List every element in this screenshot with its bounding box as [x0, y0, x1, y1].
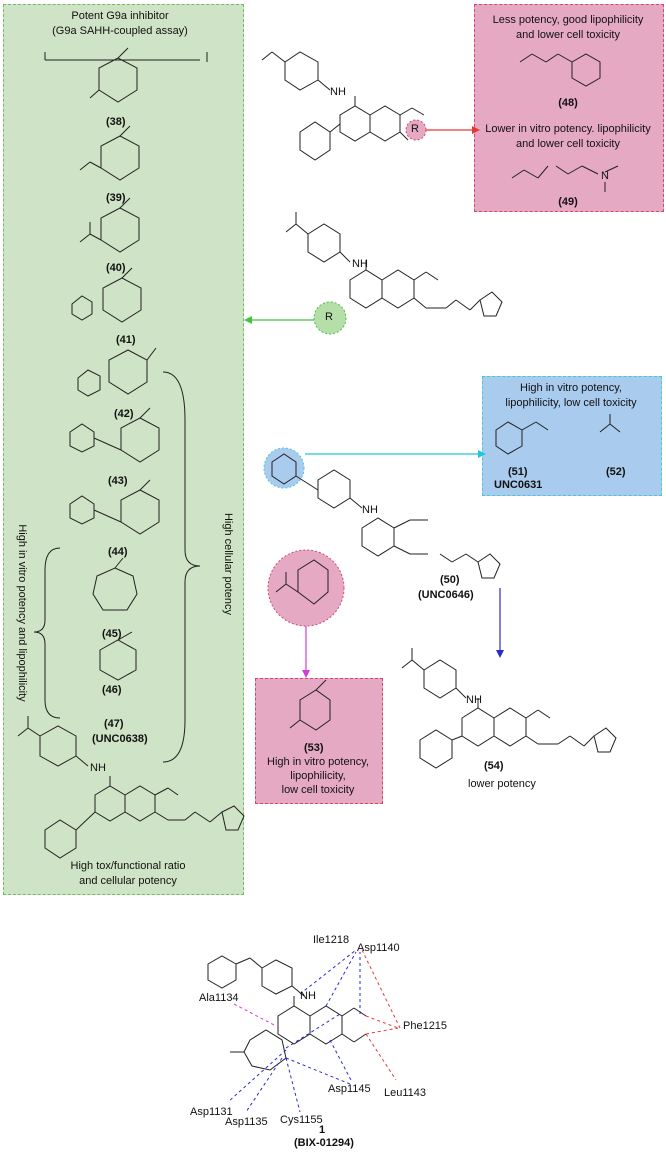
- structure-43: [69, 407, 160, 463]
- structure-42: [77, 347, 157, 397]
- structure-top-quinazoline: [261, 51, 425, 161]
- label-51: (51): [508, 466, 528, 478]
- residue-asp1131: Asp1131: [190, 1106, 233, 1118]
- label-38: (38): [106, 116, 126, 128]
- structure-44: [69, 479, 160, 535]
- nh-middle: NH: [352, 258, 368, 270]
- structure-53: [289, 679, 331, 731]
- nh-50: NH: [362, 504, 378, 516]
- structure-39: [79, 125, 140, 181]
- bix-nh: NH: [300, 990, 316, 1002]
- box-48-49: [474, 4, 664, 212]
- label-39: (39): [106, 192, 126, 204]
- text-53-line3: low cell toxicity: [281, 784, 355, 796]
- label-49: (49): [558, 196, 578, 208]
- text-49-line1: Lower in vitro potency. lipophilicity: [485, 123, 651, 135]
- nh-54: NH: [466, 694, 482, 706]
- residue-asp1135: Asp1135: [225, 1116, 268, 1128]
- structure-51: [495, 421, 549, 455]
- name-unc0646: (UNC0646): [418, 589, 474, 601]
- label-40: (40): [106, 262, 126, 274]
- structure-38: [89, 47, 138, 103]
- structure-40: [79, 197, 140, 253]
- bix-label: 1: [319, 1124, 326, 1136]
- green-panel-title: Potent G9a inhibitor: [71, 10, 169, 22]
- structure-middle-quinazoline: [285, 212, 503, 317]
- structure-quinazoline-bottom: [17, 716, 245, 859]
- label-41: (41): [116, 334, 136, 346]
- green-caption-2: and cellular potency: [79, 875, 177, 887]
- structure-54: [401, 648, 617, 769]
- label-43: (43): [108, 475, 128, 487]
- structure-41: [71, 267, 142, 323]
- residue-phe1215: Phe1215: [403, 1020, 448, 1032]
- green-caption-1: High tox/functional ratio: [70, 860, 186, 872]
- box-53: [255, 678, 383, 804]
- bix-name: (BIX-01294): [294, 1137, 354, 1149]
- label-42: (42): [114, 408, 134, 420]
- name-unc0631: UNC0631: [494, 479, 543, 491]
- structure-50: [263, 447, 501, 627]
- residue-ala1134: Ala1134: [199, 992, 239, 1004]
- n-49: N: [601, 170, 609, 182]
- nh-top: NH: [330, 86, 346, 98]
- text-51-line1: High in vitro potency,: [520, 382, 622, 394]
- label-45: (45): [102, 628, 122, 640]
- text-53-line1: High in vitro potency,: [267, 756, 369, 768]
- residue-asp1140: Asp1140: [357, 942, 400, 954]
- r-label-top: R: [411, 123, 419, 135]
- label-52: (52): [606, 466, 626, 478]
- label-44: (44): [108, 546, 128, 558]
- text-53-line2: lipophilicity,: [290, 770, 346, 782]
- text-48-line2: and lower cell toxicity: [516, 29, 620, 41]
- label-46: (46): [102, 684, 122, 696]
- box-51-52: [482, 376, 662, 496]
- residue-cys1155: Cys1155: [280, 1114, 323, 1126]
- residue-asp1145: Asp1145: [328, 1083, 371, 1095]
- r-group-circle-middle: [313, 301, 347, 335]
- structure-49: [511, 165, 619, 192]
- r-label-middle: R: [325, 311, 333, 323]
- text-48-line1: Less potency, good lipophilicity: [492, 14, 644, 26]
- green-panel: [3, 4, 244, 895]
- name-unc0638: (UNC0638): [92, 733, 148, 745]
- label-47: (47): [104, 718, 124, 730]
- label-53: (53): [304, 742, 324, 754]
- label-54: (54): [484, 760, 504, 772]
- structure-52: [599, 414, 621, 433]
- green-panel-subtitle: (G9a SAHH-coupled assay): [52, 25, 188, 37]
- label-50: (50): [440, 574, 460, 586]
- residue-leu1143: Leu1143: [384, 1087, 427, 1099]
- nh-green: NH: [90, 762, 106, 774]
- residue-ile1218: Ile1218: [313, 934, 350, 946]
- label-48: (48): [558, 97, 578, 109]
- text-49-line2: and lower cell toxicity: [516, 138, 620, 150]
- structure-46: [99, 631, 137, 681]
- structure-48: [519, 53, 601, 87]
- text-51-line2: lipophilicity, low cell toxicity: [505, 397, 637, 409]
- caption-54: lower potency: [468, 778, 536, 790]
- structure-45: [92, 557, 138, 611]
